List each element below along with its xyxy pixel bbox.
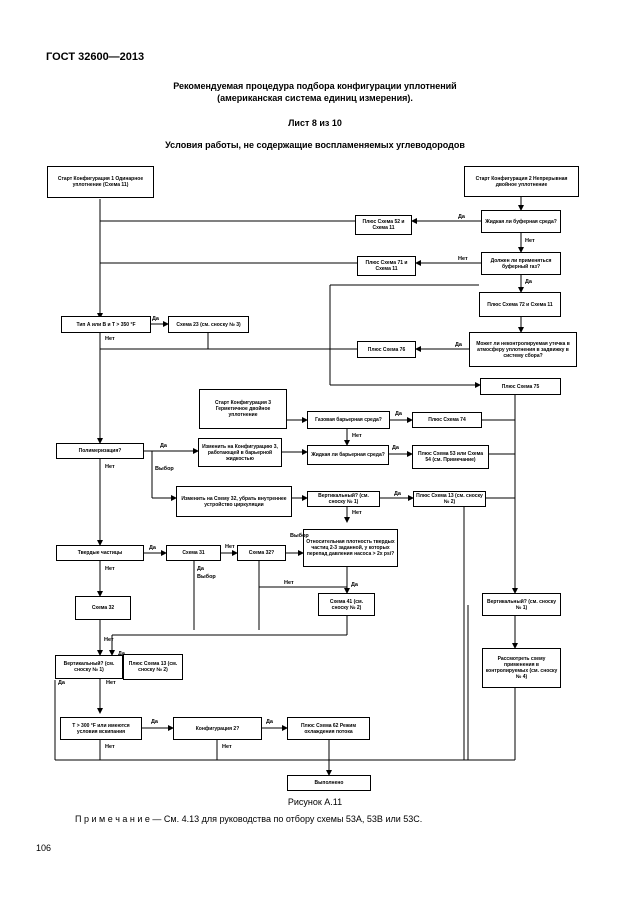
plus-scheme-13-box-a: Плюс Схема 13 (см. сноску № 2) (413, 491, 486, 507)
label-yes: Да (351, 582, 358, 588)
label-choice: Выбор (155, 466, 174, 472)
vertical-decision-3: Вертикальный? (см. сноску № 1) (482, 593, 561, 616)
scheme-41-box: Схема 41 (см. сноску № 2) (318, 593, 375, 616)
plus-scheme-52-box: Плюс Схема 52 и Схема 11 (355, 215, 412, 235)
document-header: ГОСТ 32600—2013 (46, 51, 145, 63)
change-to-scheme-32-box: Изменить на Схему 32, убрать внутреннее … (176, 486, 292, 517)
label-no: Нет (106, 680, 116, 686)
label-no: Нет (458, 256, 468, 262)
change-to-configuration-3-box: Изменить на Конфигурацию 3, работающей в… (198, 438, 282, 467)
label-yes: Да (58, 680, 65, 686)
plus-scheme-75-box: Плюс Схема 75 (480, 378, 561, 395)
plus-scheme-53-box: Плюс Схема 53 или Схема 54 (см. Примечан… (412, 445, 489, 469)
scheme-32-decision: Схема 32? (237, 545, 286, 561)
plus-scheme-71-box: Плюс Схема 71 и Схема 11 (357, 256, 416, 276)
label-no: Нет (225, 544, 235, 550)
temperature-300-decision: Т > 300 °F или имеются условия вскипания (60, 717, 142, 740)
start-configuration-1-box: Старт Конфигурация 1 Одинарное уплотнени… (47, 166, 154, 198)
label-no: Нет (105, 566, 115, 572)
configuration-2-decision: Конфигурация 2? (173, 717, 262, 740)
label-no: Нет (104, 637, 114, 643)
vertical-decision-2: Вертикальный? (см. сноску № 1) (55, 655, 123, 679)
label-yes: Да (392, 445, 399, 451)
label-yes: Да (266, 719, 273, 725)
label-no: Нет (105, 336, 115, 342)
subtitle: Условия работы, не содержащие воспламеня… (165, 140, 465, 150)
solids-decision: Твердые частицы (56, 545, 144, 561)
label-choice: Выбор (290, 533, 309, 539)
polymerization-decision: Полимеризация? (56, 443, 144, 459)
figure-caption: Рисунок А.11 (287, 797, 343, 807)
plus-scheme-13-box-b: Плюс Схема 13 (см. сноску № 2) (123, 654, 183, 680)
label-choice: Выбор (197, 574, 216, 580)
scheme-32-box: Схема 32 (75, 596, 131, 620)
done-box: Выполнено (287, 775, 371, 791)
buffer-liquid-decision: Жидкая ли буферная среда? (481, 210, 561, 233)
leak-decision: Может ли неконтролируемая утечка в атмос… (469, 332, 577, 367)
plus-scheme-74-box: Плюс Схема 74 (412, 412, 482, 428)
scheme-31-box: Схема 31 (166, 545, 221, 561)
title-line-2: (американская система единиц измерения). (217, 93, 413, 103)
buffer-gas-decision: Должен ли применяться буферный газ? (481, 252, 561, 275)
label-yes: Да (394, 491, 401, 497)
gas-barrier-decision: Газовая барьерная среда? (307, 411, 390, 429)
label-yes: Да (525, 279, 532, 285)
note: П р и м е ч а н и е — См. 4.13 для руков… (75, 814, 423, 824)
label-yes: Да (395, 411, 402, 417)
label-no: Нет (105, 744, 115, 750)
liquid-barrier-decision: Жидкая ли барьерная среда? (307, 445, 389, 465)
review-scheme-box: Рассмотреть схему применения в контролир… (482, 648, 561, 688)
label-no: Нет (284, 580, 294, 586)
plus-scheme-76-box: Плюс Схема 76 (357, 341, 416, 358)
label-yes: Да (197, 566, 204, 572)
label-yes: Да (160, 443, 167, 449)
label-yes: Да (458, 214, 465, 220)
label-no: Нет (352, 433, 362, 439)
label-yes: Да (152, 316, 159, 322)
label-yes: Да (149, 545, 156, 551)
page-number: 106 (36, 843, 52, 853)
start-configuration-3-box: Старт Конфигурация 3 Герметичное двойное… (199, 389, 287, 429)
plus-scheme-72-box: Плюс Схема 72 и Схема 11 (479, 292, 561, 317)
scheme-23-box: Схема 23 (см. сноску № 3) (168, 316, 249, 333)
vertical-decision-1: Вертикальный? (см. сноску № 1) (307, 491, 380, 507)
temperature-decision: Тип А или В и Т > 350 °F (61, 316, 151, 333)
plus-scheme-62-box: Плюс Схема 62 Режим охлаждения потока (287, 717, 370, 740)
label-no: Нет (105, 464, 115, 470)
label-yes: Да (151, 719, 158, 725)
label-yes: Да (118, 651, 125, 657)
sheet-number: Лист 8 из 10 (288, 118, 342, 128)
label-no: Нет (352, 510, 362, 516)
start-configuration-2-box: Старт Конфигурация 2 Непрерывная двойное… (464, 166, 579, 197)
label-no: Нет (222, 744, 232, 750)
solids-density-decision: Относительная плотность твердых частиц 2… (303, 529, 398, 567)
label-no: Нет (525, 238, 535, 244)
title-line-1: Рекомендуемая процедура подбора конфигур… (173, 81, 457, 91)
label-yes: Да (455, 342, 462, 348)
